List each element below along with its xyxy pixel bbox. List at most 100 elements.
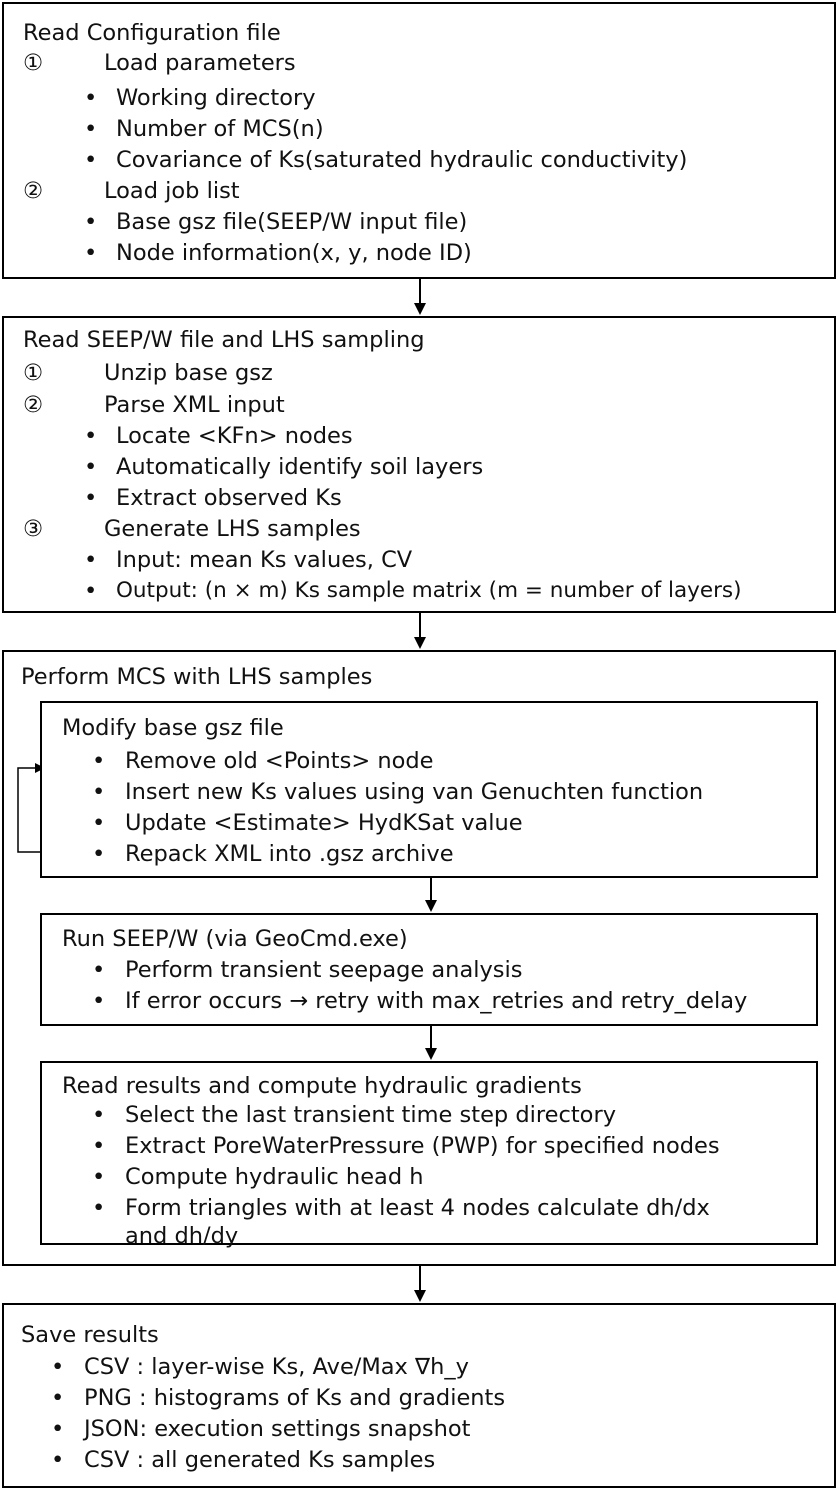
subbox-modify-gsz: Modify base gsz file • Remove old <Point… (40, 701, 818, 878)
bullet-item: • Perform transient seepage analysis (92, 955, 812, 985)
subbox-title: Run SEEP/W (via GeoCmd.exe) (62, 926, 408, 952)
bullet-text: Insert new Ks values using van Genuchten… (125, 779, 704, 805)
bullet-item: • Remove old <Points> node (92, 746, 812, 776)
bullet-icon: • (92, 810, 106, 836)
bullet-text: Output: (n × m) Ks sample matrix (m = nu… (116, 578, 742, 603)
box-read-configuration: Read Configuration file ① Load parameter… (2, 2, 836, 279)
bullet-icon: • (84, 116, 98, 142)
bullet-icon: • (92, 1102, 106, 1128)
bullet-text: Input: mean Ks values, CV (116, 547, 413, 573)
box-title: Read SEEP/W file and LHS sampling (23, 327, 425, 353)
step-label: Load job list (104, 178, 240, 204)
bullet-icon: • (92, 988, 106, 1014)
bullet-icon: • (92, 1164, 106, 1190)
step-marker: ② (23, 392, 44, 418)
bullet-icon: • (92, 779, 106, 805)
box-title: Perform MCS with LHS samples (21, 664, 373, 690)
bullet-icon: • (92, 748, 106, 774)
bullet-item: • Extract PoreWaterPressure (PWP) for sp… (92, 1131, 812, 1161)
bullet-icon: • (51, 1385, 65, 1411)
bullet-item: • Node information(x, y, node ID) (84, 238, 784, 268)
step-marker: ② (23, 178, 44, 204)
bullet-text: JSON: execution settings snapshot (84, 1416, 471, 1442)
bullet-text: CSV : layer-wise Ks, Ave/Max ∇h_y (84, 1354, 469, 1380)
flow-arrow-down (425, 1026, 437, 1060)
step-load-job-list: ② Load job list (23, 176, 723, 206)
bullet-icon: • (84, 547, 98, 573)
bullet-icon: • (92, 841, 106, 867)
step-unzip: ① Unzip base gsz (23, 358, 723, 388)
box-title: Read Configuration file (23, 20, 281, 46)
bullet-text: Update <Estimate> HydKSat value (125, 810, 523, 836)
box-save-results: Save results • CSV : layer-wise Ks, Ave/… (2, 1303, 836, 1488)
bullet-item: • If error occurs → retry with max_retri… (92, 986, 812, 1016)
bullet-text: Extract observed Ks (116, 485, 342, 511)
bullet-text: Perform transient seepage analysis (125, 957, 523, 983)
bullet-text: Select the last transient time step dire… (125, 1102, 617, 1128)
step-label: Parse XML input (104, 392, 285, 418)
bullet-item: • Insert new Ks values using van Genucht… (92, 777, 812, 807)
box-title: Save results (21, 1322, 159, 1348)
bullet-icon: • (84, 578, 98, 604)
bullet-item: • Form triangles with at least 4 nodes c… (92, 1193, 812, 1223)
bullet-item: • CSV : all generated Ks samples (51, 1445, 791, 1475)
bullet-item: • Automatically identify soil layers (84, 452, 784, 482)
step-marker: ① (23, 360, 44, 386)
bullet-item: • Extract observed Ks (84, 483, 784, 513)
step-parse-xml: ② Parse XML input (23, 390, 723, 420)
bullet-item: • CSV : layer-wise Ks, Ave/Max ∇h_y (51, 1352, 791, 1382)
bullet-item: • Output: (n × m) Ks sample matrix (m = … (84, 576, 824, 606)
bullet-text: Compute hydraulic head h (125, 1164, 424, 1190)
step-marker: ③ (23, 516, 44, 542)
bullet-icon: • (84, 240, 98, 266)
bullet-text: Number of MCS(n) (116, 116, 324, 142)
bullet-item: • Input: mean Ks values, CV (84, 545, 824, 575)
bullet-icon: • (84, 423, 98, 449)
bullet-text: Base gsz file(SEEP/W input file) (116, 209, 468, 235)
bullet-item: • JSON: execution settings snapshot (51, 1414, 791, 1444)
flow-arrow-down (414, 279, 426, 315)
bullet-icon: • (92, 1133, 106, 1159)
subbox-run-seepw: Run SEEP/W (via GeoCmd.exe) • Perform tr… (40, 913, 818, 1026)
bullet-item: • Select the last transient time step di… (92, 1100, 812, 1130)
bullet-text: Node information(x, y, node ID) (116, 240, 472, 266)
bullet-icon: • (51, 1447, 65, 1473)
bullet-text: Remove old <Points> node (125, 748, 434, 774)
bullet-item: • Compute hydraulic head h (92, 1162, 812, 1192)
subbox-title: Modify base gsz file (62, 715, 284, 741)
bullet-icon: • (92, 1195, 106, 1221)
box-read-seepw-lhs: Read SEEP/W file and LHS sampling ① Unzi… (2, 316, 836, 613)
bullet-icon: • (84, 209, 98, 235)
bullet-text: PNG : histograms of Ks and gradients (84, 1385, 506, 1411)
bullet-icon: • (84, 147, 98, 173)
bullet-icon: • (84, 454, 98, 480)
step-label: Generate LHS samples (104, 516, 361, 542)
bullet-item: • Working directory (84, 83, 784, 113)
step-generate-lhs: ③ Generate LHS samples (23, 514, 723, 544)
subbox-title: Read results and compute hydraulic gradi… (62, 1073, 582, 1099)
bullet-icon: • (84, 485, 98, 511)
bullet-text: Automatically identify soil layers (116, 454, 484, 480)
bullet-text: Repack XML into .gsz archive (125, 841, 454, 867)
bullet-item: • Update <Estimate> HydKSat value (92, 808, 812, 838)
step-load-parameters: ① Load parameters (23, 48, 723, 78)
step-marker: ① (23, 50, 44, 76)
bullet-item: • Number of MCS(n) (84, 114, 784, 144)
step-label: Unzip base gsz (104, 360, 273, 386)
bullet-item: • Base gsz file(SEEP/W input file) (84, 207, 784, 237)
bullet-icon: • (51, 1354, 65, 1380)
bullet-continuation: and dh/dy (92, 1221, 812, 1251)
bullet-text: Locate <KFn> nodes (116, 423, 353, 449)
step-label: Load parameters (104, 50, 296, 76)
bullet-item: • PNG : histograms of Ks and gradients (51, 1383, 791, 1413)
flow-arrow-down (414, 1266, 426, 1302)
bullet-text: Working directory (116, 85, 316, 111)
bullet-icon: • (51, 1416, 65, 1442)
flow-arrow-down (425, 878, 437, 912)
bullet-text: CSV : all generated Ks samples (84, 1447, 436, 1473)
bullet-item: • Repack XML into .gsz archive (92, 839, 812, 869)
flow-arrow-down (414, 613, 426, 649)
subbox-read-results: Read results and compute hydraulic gradi… (40, 1061, 818, 1249)
bullet-text: Form triangles with at least 4 nodes cal… (125, 1195, 710, 1221)
bullet-icon: • (84, 85, 98, 111)
